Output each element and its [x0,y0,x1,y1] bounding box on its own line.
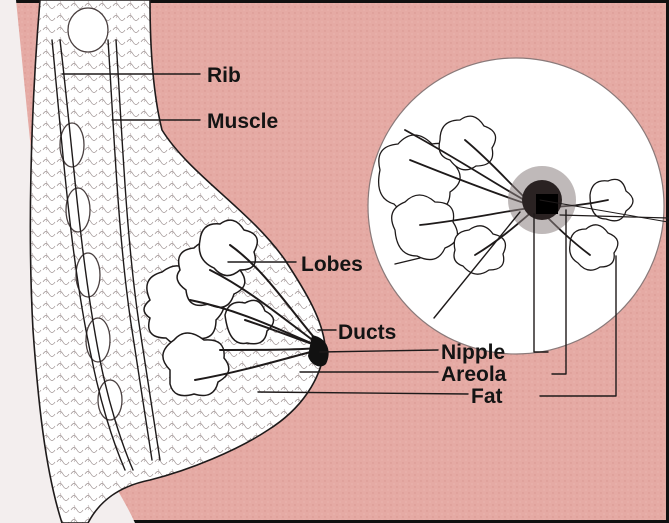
label-nipple: Nipple [441,341,505,364]
label-muscle: Muscle [207,110,278,133]
label-rib: Rib [207,64,241,87]
label-areola: Areola [441,363,507,386]
label-fat: Fat [471,385,503,408]
label-lobes: Lobes [301,253,363,276]
label-ducts: Ducts [338,321,396,344]
